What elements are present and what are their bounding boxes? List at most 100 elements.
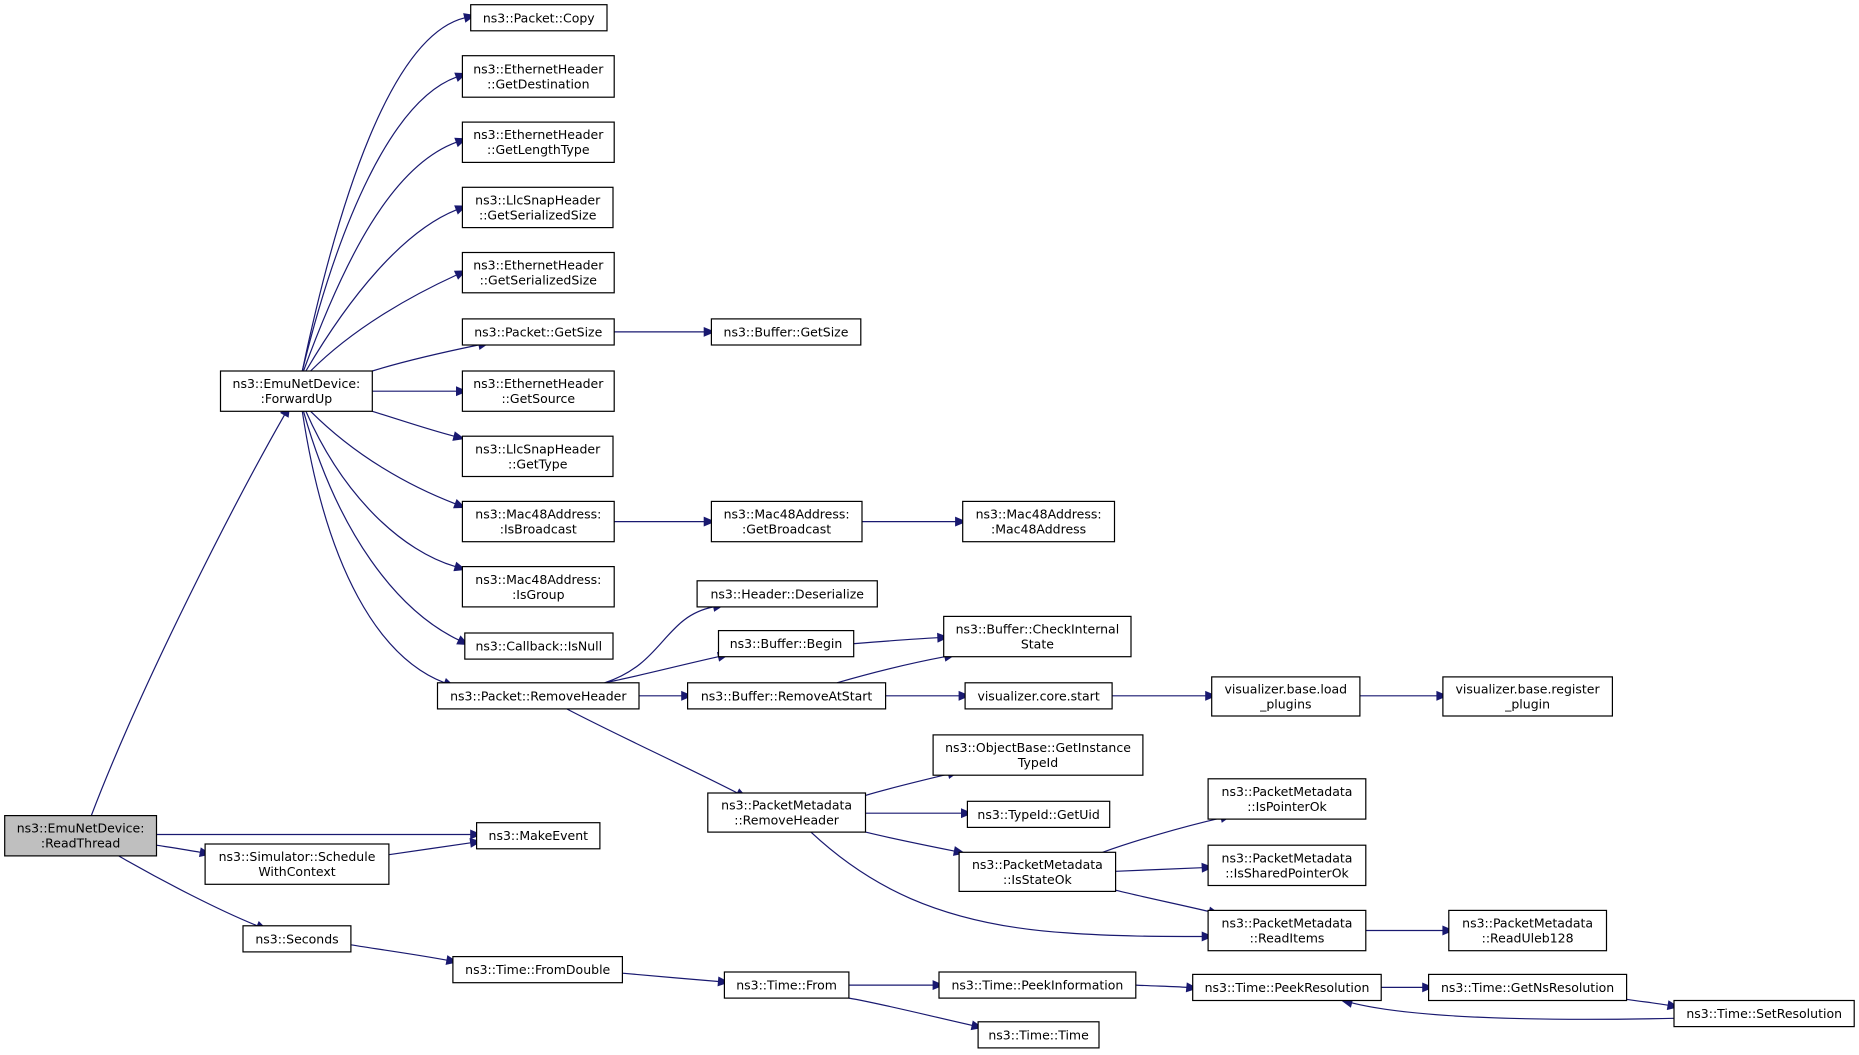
node-time-setresolution[interactable]: ns3::Time::SetResolution	[1673, 999, 1855, 1028]
edge-forwardup-to-packet-copy	[301, 13, 476, 372]
node-box	[932, 734, 1144, 776]
edge-pm-isstateok-to-pm-readitems	[1115, 889, 1221, 917]
node-box	[436, 682, 640, 710]
edge-forwardup-to-eth-getdestination	[301, 72, 468, 372]
node-box	[470, 4, 608, 32]
node-pm-ispointerok[interactable]: ns3::PacketMetadata::IsPointerOk	[1207, 778, 1367, 820]
node-label: ns3::Mac48Address:	[475, 572, 601, 587]
edge-pm-removeheader-to-pm-readitems	[810, 831, 1214, 942]
node-seconds[interactable]: ns3::Seconds	[242, 925, 352, 953]
node-eth-getsource[interactable]: ns3::EthernetHeader::GetSource	[461, 370, 615, 412]
node-buffer-getsize[interactable]: ns3::Buffer::GetSize	[710, 318, 862, 346]
node-box	[710, 500, 863, 543]
node-buffer-begin[interactable]: ns3::Buffer::Begin	[717, 629, 855, 658]
node-typeid-getuid[interactable]: ns3::TypeId::GetUid	[966, 800, 1111, 828]
node-label: ::RemoveHeader	[734, 813, 840, 828]
node-eth-getdestination[interactable]: ns3::EthernetHeader::GetDestination	[461, 55, 615, 98]
node-makeevent[interactable]: ns3::MakeEvent	[476, 822, 601, 850]
node-label: visualizer.core.start	[977, 688, 1099, 703]
node-mac-ctor[interactable]: ns3::Mac48Address::Mac48Address	[962, 500, 1116, 543]
edge-packet-getsize-to-buffer-getsize	[614, 326, 716, 337]
node-pm-removeheader[interactable]: ns3::PacketMetadata::RemoveHeader	[707, 792, 867, 833]
node-time-time[interactable]: ns3::Time::Time	[977, 1021, 1100, 1049]
node-box	[461, 500, 615, 543]
node-box	[204, 843, 390, 885]
node-time-peekresolution[interactable]: ns3::Time::PeekResolution	[1192, 973, 1382, 1002]
node-label: ns3::Time::PeekInformation	[951, 978, 1123, 993]
node-label: ns3::Seconds	[255, 931, 338, 946]
node-label: :IsGroup	[512, 587, 565, 602]
node-llc-gettype[interactable]: ns3::LlcSnapHeader::GetType	[461, 435, 614, 478]
node-time-fromdouble[interactable]: ns3::Time::FromDouble	[452, 955, 623, 984]
edge-packet-removeheader-to-pm-removeheader	[566, 708, 748, 799]
node-box	[1207, 778, 1367, 820]
node-box	[958, 851, 1117, 892]
node-box	[1427, 973, 1628, 1002]
node-llc-getserializedsize[interactable]: ns3::LlcSnapHeader::GetSerializedSize	[461, 186, 614, 229]
node-time-getnsresolution[interactable]: ns3::Time::GetNsResolution	[1427, 973, 1628, 1002]
node-packet-removeheader[interactable]: ns3::Packet::RemoveHeader	[436, 682, 640, 710]
node-label: ns3::EmuNetDevice:	[17, 821, 145, 836]
node-forwardup[interactable]: ns3::EmuNetDevice::ForwardUp	[219, 370, 373, 412]
edge-pm-removeheader-to-pm-isstateok	[865, 831, 966, 856]
node-label: ns3::Header::Deserialize	[710, 586, 864, 601]
node-label: visualizer.base.register	[1456, 681, 1601, 696]
node-label: ::IsSharedPointerOk	[1225, 865, 1349, 880]
node-pm-issharedpointerok[interactable]: ns3::PacketMetadata::IsSharedPointerOk	[1207, 844, 1367, 887]
node-label: State	[1021, 637, 1054, 652]
node-label: ns3::Mac48Address:	[724, 507, 850, 522]
edge-packet-removeheader-to-header-deserialize	[604, 602, 725, 684]
node-pm-readuleb128[interactable]: ns3::PacketMetadata::ReadUleb128	[1448, 909, 1608, 952]
node-header-deserialize[interactable]: ns3::Header::Deserialize	[696, 580, 878, 608]
node-pm-readitems[interactable]: ns3::PacketMetadata::ReadItems	[1207, 909, 1367, 952]
node-packet-copy[interactable]: ns3::Packet::Copy	[470, 4, 608, 32]
node-pm-isstateok[interactable]: ns3::PacketMetadata::IsStateOk	[958, 851, 1117, 892]
node-label: ns3::LlcSnapHeader	[475, 192, 601, 207]
node-label: ns3::EthernetHeader	[473, 258, 604, 273]
node-box	[4, 814, 158, 857]
node-label: ns3::EthernetHeader	[473, 62, 604, 77]
node-buffer-removeatstart[interactable]: ns3::Buffer::RemoveAtStart	[686, 682, 887, 710]
edge-vis-load-plugins-to-vis-register-plugin	[1359, 690, 1449, 701]
node-label: ns3::PacketMetadata	[1222, 850, 1353, 865]
node-time-peekinformation[interactable]: ns3::Time::PeekInformation	[938, 971, 1137, 999]
node-box	[1211, 676, 1361, 717]
node-mac-isgroup[interactable]: ns3::Mac48Address::IsGroup	[461, 565, 615, 608]
node-packet-getsize[interactable]: ns3::Packet::GetSize	[461, 318, 615, 346]
node-label: ::GetLengthType	[487, 142, 590, 157]
node-vis-load-plugins[interactable]: visualizer.base.load_plugins	[1211, 676, 1361, 717]
node-box	[461, 435, 614, 478]
node-box	[1448, 909, 1608, 952]
edge-mac-isbroadcast-to-mac-getbroadcast	[614, 516, 716, 527]
node-vis-core-start[interactable]: visualizer.core.start	[964, 682, 1113, 710]
edge-time-fromdouble-to-time-from	[622, 972, 730, 987]
edge-pm-isstateok-to-pm-issharedpointerok	[1115, 862, 1214, 873]
node-label: _plugin	[1504, 696, 1550, 711]
node-eth-getserializedsize[interactable]: ns3::EthernetHeader::GetSerializedSize	[461, 251, 615, 294]
node-mac-getbroadcast[interactable]: ns3::Mac48Address::GetBroadcast	[710, 500, 863, 543]
node-box	[686, 682, 887, 710]
nodes-layer: ns3::EmuNetDevice::ReadThreadns3::EmuNet…	[4, 4, 1855, 1049]
node-label: ns3::Buffer::GetSize	[724, 324, 849, 339]
node-vis-register-plugin[interactable]: visualizer.base.register_plugin	[1442, 676, 1614, 717]
node-time-from[interactable]: ns3::Time::From	[723, 971, 850, 999]
node-readthread[interactable]: ns3::EmuNetDevice::ReadThread	[4, 814, 158, 857]
node-box	[962, 500, 1116, 543]
node-mac-isbroadcast[interactable]: ns3::Mac48Address::IsBroadcast	[461, 500, 615, 543]
node-eth-getlengthtype[interactable]: ns3::EthernetHeader::GetLengthType	[461, 121, 615, 163]
node-callback-isnull[interactable]: ns3::Callback::IsNull	[464, 632, 614, 660]
edge-pm-removeheader-to-typeid-getuid	[865, 808, 973, 819]
edge-time-from-to-time-time	[848, 997, 984, 1031]
edge-buffer-removeatstart-to-vis-core-start	[885, 690, 971, 701]
edge-packet-removeheader-to-buffer-removeatstart	[639, 690, 693, 701]
node-box	[717, 629, 855, 658]
node-box	[723, 971, 850, 999]
edge-forwardup-to-mac-isbroadcast	[310, 410, 466, 509]
node-box	[1207, 909, 1367, 952]
node-label: ns3::Time::FromDouble	[465, 962, 610, 977]
edge-time-peekinformation-to-time-peekresolution	[1135, 982, 1198, 993]
